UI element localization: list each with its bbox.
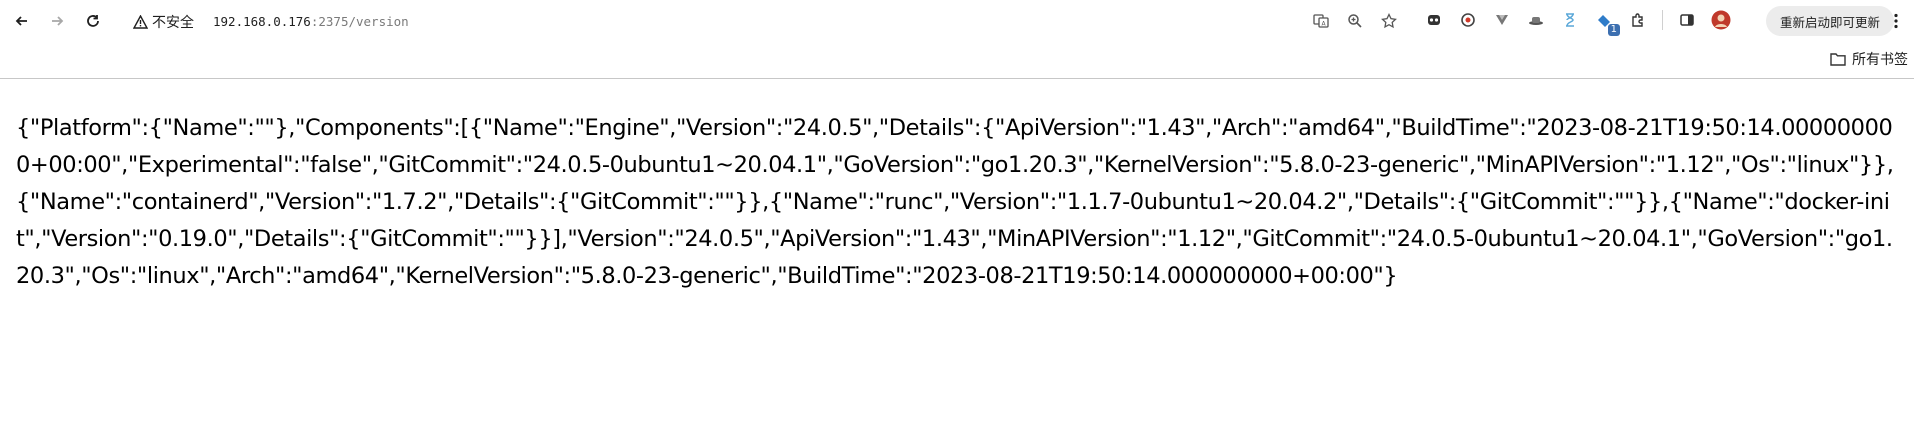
browser-toolbar: 不安全 192.168.0.176:2375/version A: [0, 0, 1914, 42]
arrow-right-icon: [52, 16, 64, 26]
side-panel-icon[interactable]: [1677, 10, 1697, 30]
all-bookmarks-label: 所有书签: [1852, 52, 1908, 68]
toolbar-divider: [1662, 10, 1663, 30]
browser-menu-button[interactable]: [1886, 9, 1906, 33]
reload-button[interactable]: [81, 9, 105, 33]
json-response-body: {"Platform":{"Name":""},"Components":[{"…: [16, 115, 1894, 289]
more-vertical-icon: [1894, 13, 1898, 29]
avatar-icon[interactable]: [1711, 10, 1731, 30]
translate-icon[interactable]: A: [1311, 11, 1331, 31]
svg-text:A: A: [1321, 21, 1326, 28]
back-button[interactable]: [10, 9, 34, 33]
url-text[interactable]: 192.168.0.176:2375/version: [213, 14, 409, 29]
zoom-icon[interactable]: [1345, 11, 1365, 31]
address-bar[interactable]: 不安全 192.168.0.176:2375/version A: [117, 5, 1411, 37]
extension-hourglass-icon[interactable]: [1560, 10, 1580, 30]
folder-icon: [1830, 53, 1846, 66]
extension-badge-count: 1: [1607, 24, 1620, 36]
forward-button[interactable]: [45, 9, 69, 33]
url-host: 192.168.0.176: [213, 14, 311, 29]
star-icon[interactable]: [1379, 11, 1399, 31]
extension-target-icon[interactable]: [1458, 10, 1478, 30]
reload-icon: [87, 15, 99, 27]
bookmarks-bar: 所有书签: [0, 42, 1914, 79]
extension-badge-icon[interactable]: 1: [1594, 10, 1620, 36]
url-path: :2375/version: [310, 14, 409, 29]
address-bar-actions: A: [1311, 11, 1399, 31]
extensions-puzzle-icon[interactable]: [1628, 10, 1648, 30]
extensions-row: 1: [1424, 10, 1731, 36]
security-label: 不安全: [152, 15, 194, 31]
extension-hat-icon[interactable]: [1526, 10, 1546, 30]
extension-spy-icon[interactable]: [1424, 10, 1444, 30]
extension-chevron-icon[interactable]: [1492, 10, 1512, 30]
warning-triangle-icon: [133, 15, 148, 29]
security-indicator[interactable]: 不安全: [133, 12, 194, 32]
all-bookmarks-button[interactable]: 所有书签: [1830, 49, 1908, 69]
arrow-left-icon: [15, 16, 27, 26]
relaunch-update-button[interactable]: 重新启动即可更新: [1766, 6, 1895, 36]
